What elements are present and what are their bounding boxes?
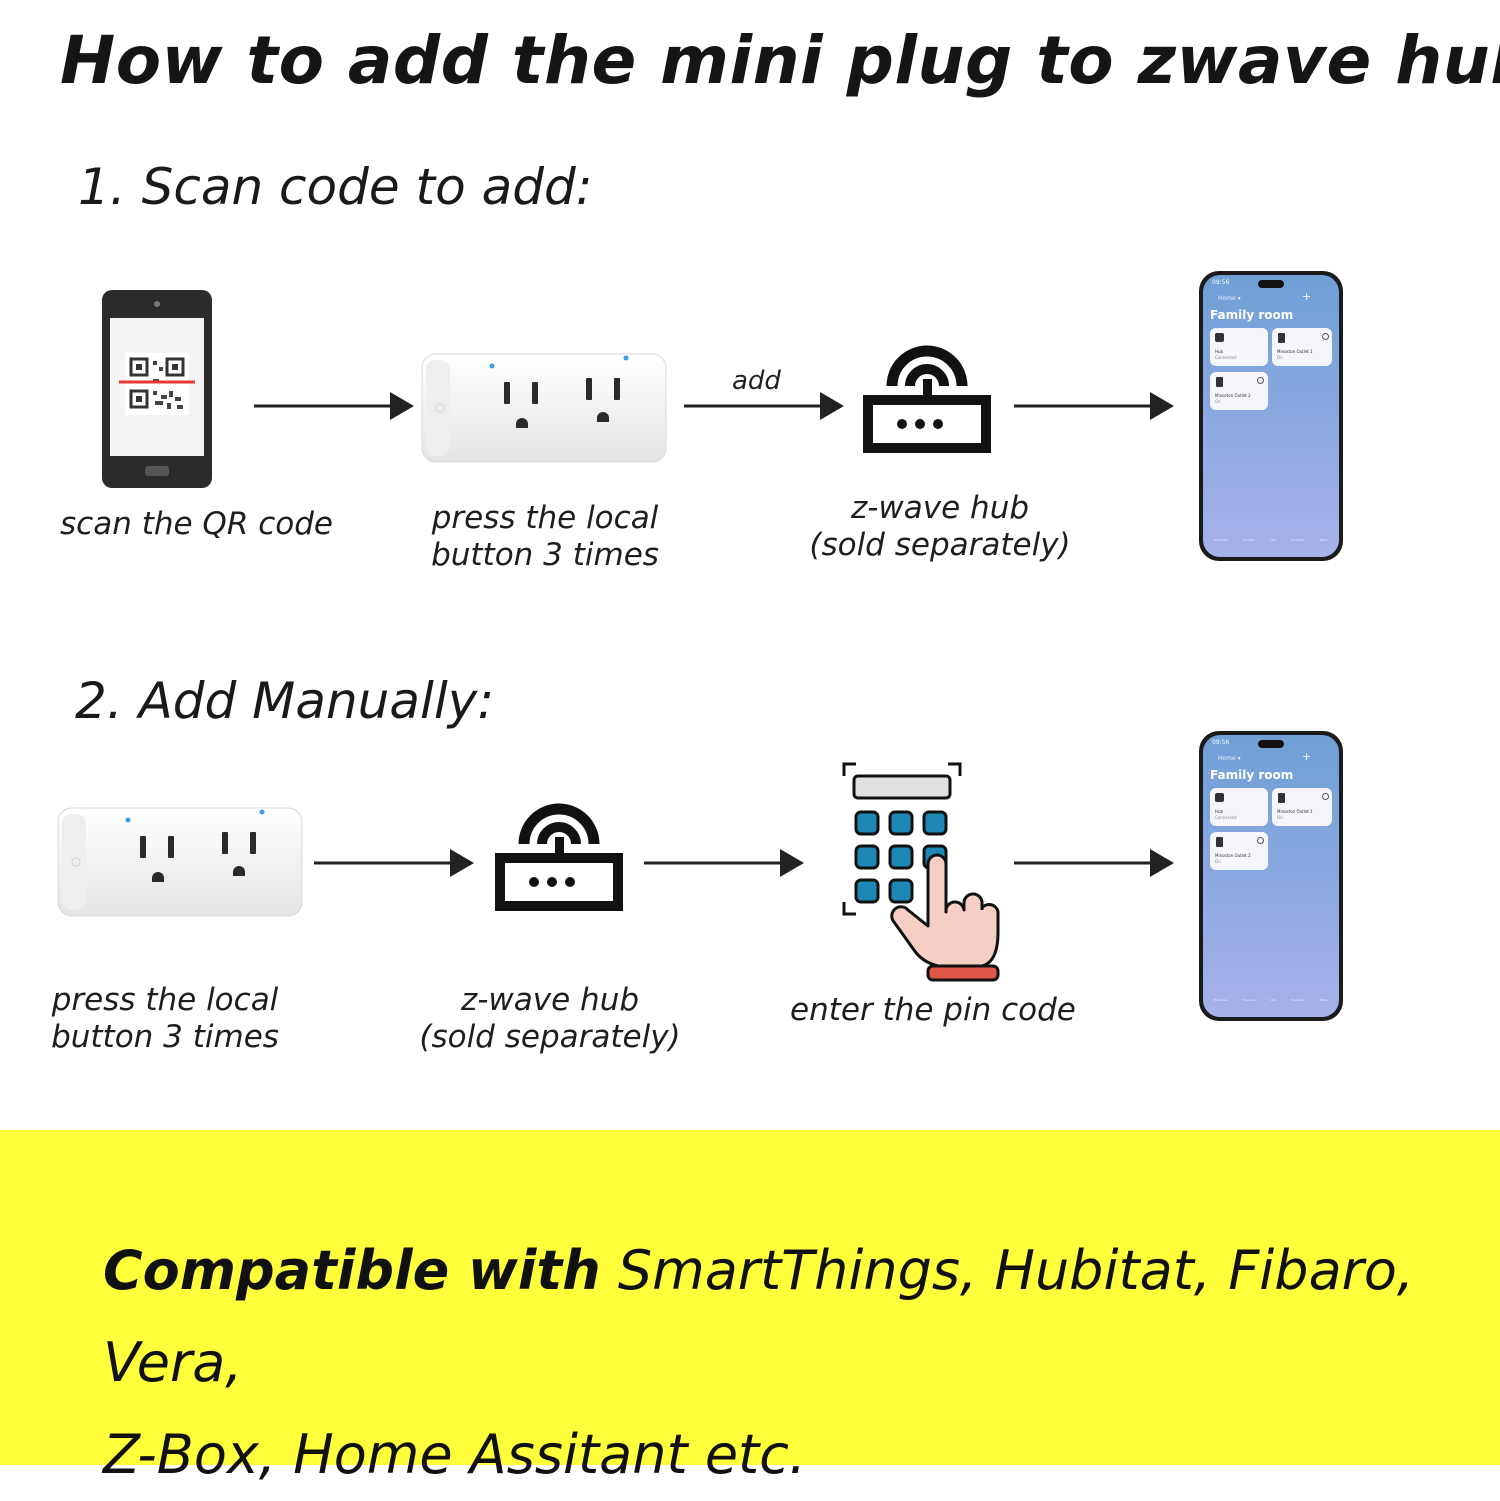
add-icon: + [1302, 290, 1312, 303]
caption-hub-1: z-wave hub (sold separately) [809, 490, 1071, 563]
arrow-icon [1014, 392, 1174, 420]
arrow-icon [684, 392, 844, 420]
add-icon: + [1302, 750, 1312, 763]
page-title: How to add the mini plug to zwave hub: [60, 22, 1500, 99]
compat-bold: Compatible with [103, 1239, 601, 1302]
caption-pin: enter the pin code [790, 992, 1076, 1028]
tile-outlet-1: Minoston Outlet 1 On [1272, 788, 1332, 826]
tile-outlet-2: Minoston Outlet 2 On [1210, 372, 1268, 410]
compatibility-banner [0, 1130, 1500, 1465]
plug-icon [57, 807, 303, 917]
status-time: 09:56 [1212, 739, 1230, 746]
location-label: Home ▾ [1218, 295, 1241, 302]
caption-scan: scan the QR code [60, 506, 333, 542]
compat-list-1: SmartThings, Hubitat, Fibaro, Vera, [103, 1239, 1415, 1394]
arrow-icon [314, 849, 474, 877]
arrow-icon [1014, 849, 1174, 877]
tile-outlet-1: Minoston Outlet 1 On [1272, 328, 1332, 366]
app-phone-2: 09:56 Home ▾ + Family room Hub Connected… [1198, 730, 1344, 1022]
app-phone-1: 09:56 Home ▾ + Family room Hub Connected… [1198, 270, 1344, 562]
location-label: Home ▾ [1218, 755, 1241, 762]
arrow-add-label: add [732, 366, 781, 396]
plug-icon [421, 353, 667, 463]
caption-press-1: press the local button 3 times [431, 500, 659, 573]
keypad-hand-icon [842, 762, 1000, 982]
tile-outlet-2: Minoston Outlet 2 On [1210, 832, 1268, 870]
section1-heading: 1. Scan code to add: [78, 158, 593, 216]
compatibility-text: Compatible with SmartThings, Hubitat, Fi… [103, 1225, 1463, 1501]
room-title: Family room [1210, 308, 1294, 322]
caption-hub-2: z-wave hub (sold separately) [419, 982, 681, 1055]
hub-icon [863, 345, 991, 453]
compat-list-2: Z-Box, Home Assitant etc. [103, 1423, 807, 1486]
tile-hub: Hub Connected [1210, 788, 1268, 826]
hub-icon [495, 803, 623, 911]
phone-qr-icon [102, 290, 212, 488]
section2-heading: 2. Add Manually: [75, 672, 495, 730]
arrow-icon [644, 849, 804, 877]
arrow-icon [254, 392, 414, 420]
room-title: Family room [1210, 768, 1294, 782]
tile-hub: Hub Connected [1210, 328, 1268, 366]
status-time: 09:56 [1212, 279, 1230, 286]
caption-press-2: press the local button 3 times [51, 982, 279, 1055]
